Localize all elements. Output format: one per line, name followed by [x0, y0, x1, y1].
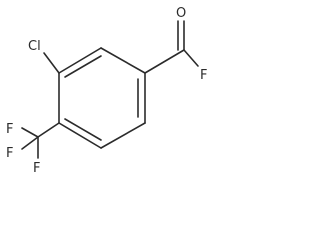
bond-cf3-f2 [21, 136, 39, 150]
ring-bond-c1-c2 [100, 47, 146, 74]
bond-c2-carbonyl [144, 49, 185, 74]
bond-cf3-f1 [21, 127, 39, 138]
bond-c5-cf3 [37, 122, 60, 138]
cf3-fluorine-3-label: F [33, 161, 40, 176]
ring-bond-c6-c1 [58, 47, 102, 74]
ring-bond-c6-c1-inner [64, 55, 102, 78]
molecule-drawing: Cl O F F F F [6, 6, 207, 176]
chlorine-label: Cl [28, 39, 41, 54]
cf3-fluorine-2-label: F [6, 146, 13, 161]
acyl-fluorine-label: F [200, 68, 207, 83]
cf3-fluorine-1-label: F [6, 122, 13, 137]
ring-bond-c3-c4 [100, 122, 146, 149]
structure-canvas: Cl O F F F F [6, 6, 208, 176]
bond-carbonyl-f [183, 49, 199, 67]
ring-bond-c4-c5-inner [64, 118, 102, 141]
oxygen-label: O [176, 6, 186, 21]
ring-bond-c4-c5 [58, 122, 102, 149]
bond-c6-cl [43, 52, 60, 74]
